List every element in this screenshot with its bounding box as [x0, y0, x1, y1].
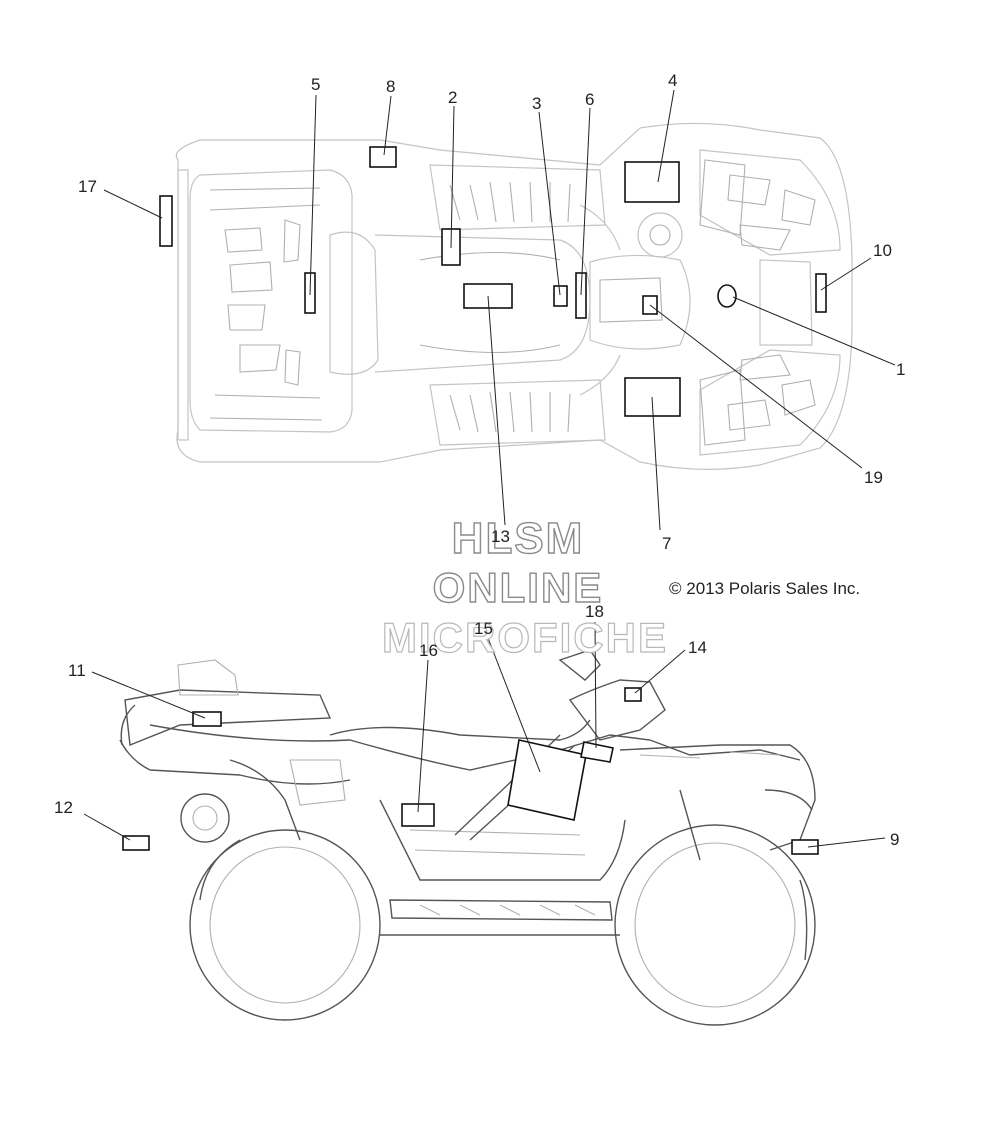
decal-15 — [507, 739, 587, 821]
atv-side-view — [119, 649, 816, 1026]
watermark-line2: ONLINE — [433, 564, 604, 611]
decal-17 — [159, 195, 173, 247]
watermark-line1: HLSM — [452, 514, 585, 563]
callout-15: 15 — [474, 619, 493, 638]
top-view-leaders — [103, 89, 896, 531]
decal-3 — [553, 285, 568, 307]
decal-10 — [815, 273, 827, 313]
callout-2: 2 — [448, 88, 457, 107]
callout-7: 7 — [662, 534, 671, 553]
watermark-line3: MICROFICHE — [382, 614, 668, 661]
top-view-decals — [159, 146, 827, 417]
callout-8: 8 — [386, 77, 395, 96]
decal-9 — [791, 839, 819, 855]
decal-18 — [580, 741, 614, 763]
callout-19: 19 — [864, 468, 883, 487]
side-view-decals — [122, 687, 819, 855]
atv-top-view — [175, 122, 853, 470]
watermark: HLSM ONLINE MICROFICHE — [381, 513, 668, 661]
callout-12: 12 — [54, 798, 73, 817]
callout-3: 3 — [532, 94, 541, 113]
callout-18: 18 — [585, 602, 604, 621]
callout-1: 1 — [896, 360, 905, 379]
side-view-leaders — [83, 621, 886, 848]
callout-9: 9 — [890, 830, 899, 849]
decal-1 — [717, 284, 737, 308]
copyright-notice: © 2013 Polaris Sales Inc. — [669, 579, 860, 598]
callout-11: 11 — [68, 661, 86, 680]
decal-11 — [192, 711, 222, 727]
callout-17: 17 — [78, 177, 97, 196]
callout-4: 4 — [668, 71, 677, 90]
decal-8 — [369, 146, 397, 168]
decal-6 — [575, 272, 587, 319]
callout-10: 10 — [873, 241, 892, 260]
callout-5: 5 — [311, 75, 320, 94]
decal-16 — [401, 803, 435, 827]
callout-6: 6 — [585, 90, 594, 109]
callout-labels: 17 8 5 2 3 6 4 10 1 19 7 13 11 12 16 15 … — [54, 71, 905, 849]
decal-4 — [624, 161, 680, 203]
callout-16: 16 — [419, 641, 438, 660]
callout-13: 13 — [491, 527, 510, 546]
callout-14: 14 — [688, 638, 707, 657]
